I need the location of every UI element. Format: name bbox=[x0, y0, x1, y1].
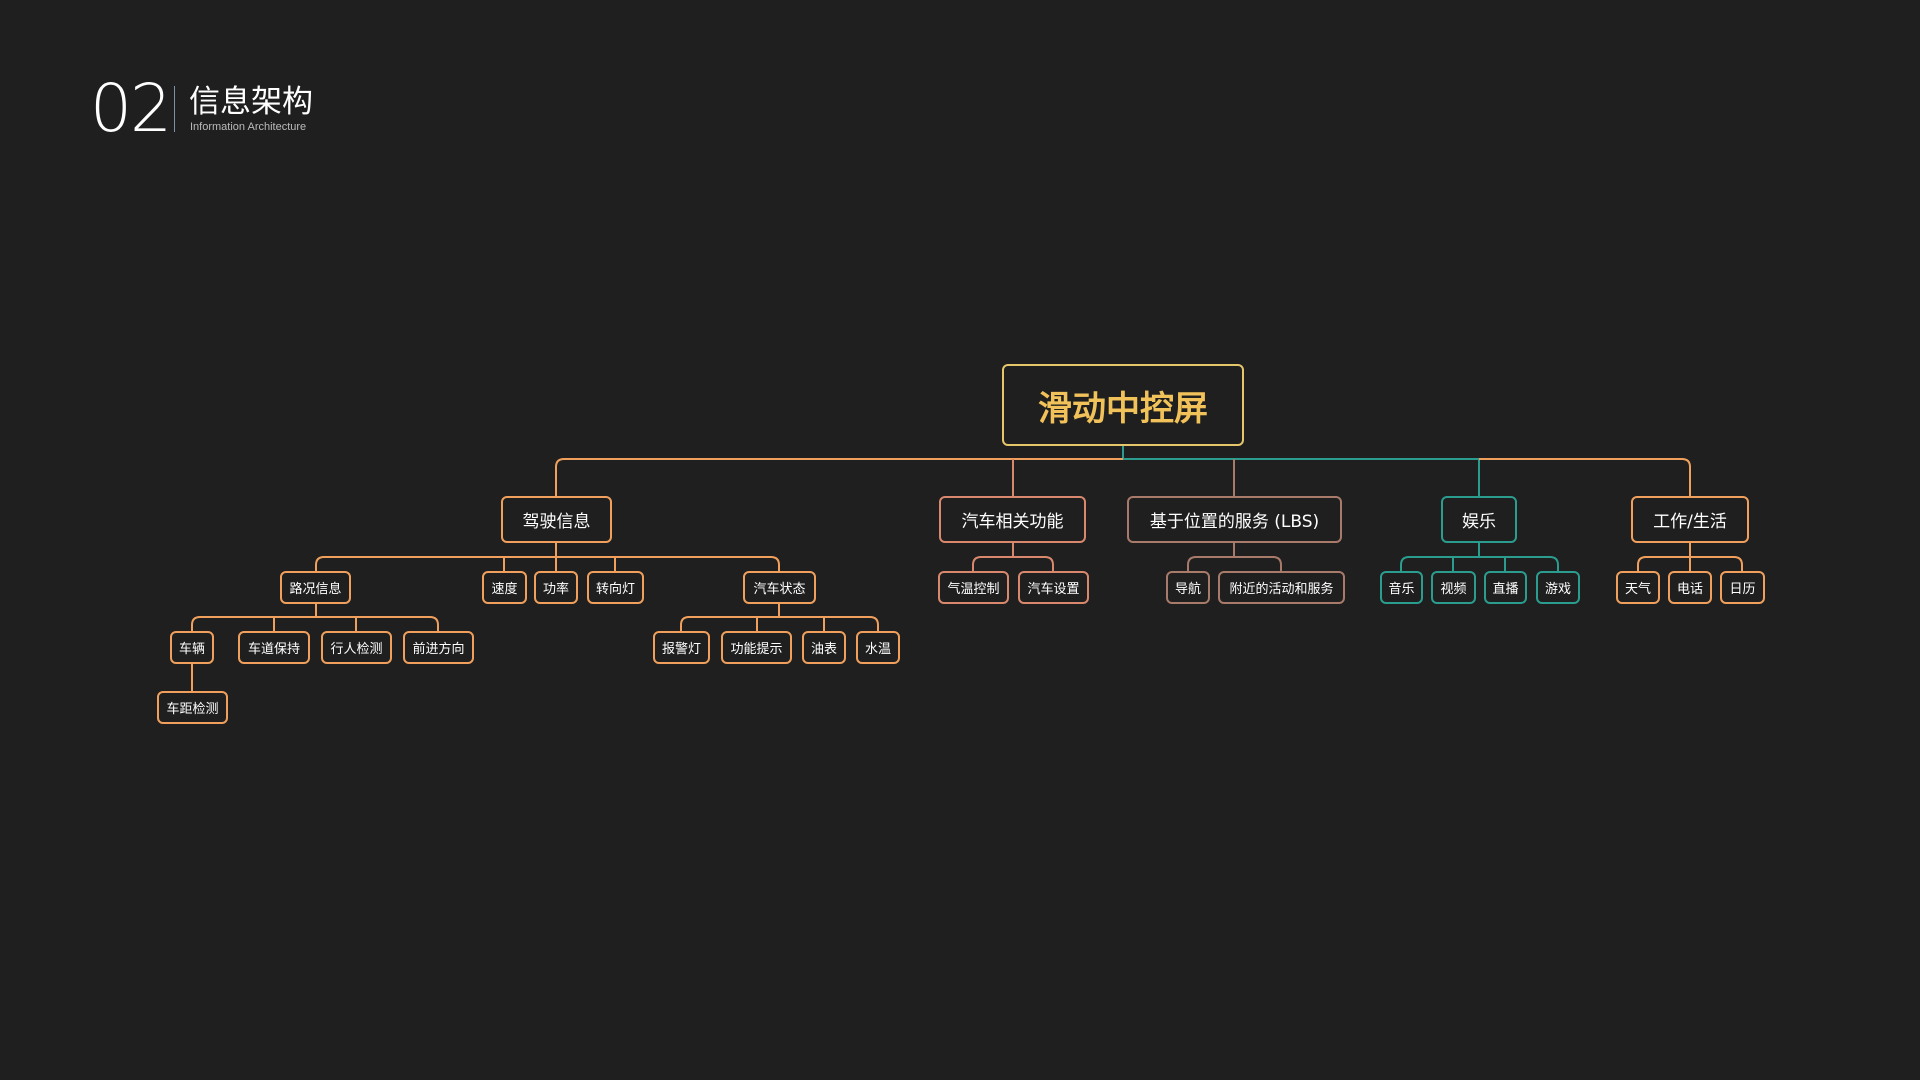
connector-line bbox=[555, 458, 1123, 496]
connector-line bbox=[1187, 556, 1282, 571]
node-nearby-events[interactable]: 附近的活动和服务 bbox=[1218, 571, 1345, 604]
connector-line bbox=[1123, 458, 1480, 496]
node-navigation[interactable]: 导航 bbox=[1166, 571, 1210, 604]
connector-line bbox=[972, 556, 1054, 571]
root-node[interactable]: 滑动中控屏 bbox=[1002, 364, 1244, 446]
node-lane-keeping[interactable]: 车道保持 bbox=[238, 631, 310, 664]
node-entertainment[interactable]: 娱乐 bbox=[1441, 496, 1517, 543]
header-divider bbox=[174, 86, 175, 132]
connector-line bbox=[1400, 556, 1559, 571]
connector-line bbox=[680, 616, 879, 631]
node-vehicle[interactable]: 车辆 bbox=[170, 631, 214, 664]
node-live[interactable]: 直播 bbox=[1484, 571, 1527, 604]
node-pedestrian-detection[interactable]: 行人检测 bbox=[321, 631, 392, 664]
section-subtitle: Information Architecture bbox=[190, 121, 307, 133]
node-work-life[interactable]: 工作/生活 bbox=[1631, 496, 1749, 543]
node-function-hint[interactable]: 功能提示 bbox=[721, 631, 792, 664]
node-games[interactable]: 游戏 bbox=[1536, 571, 1580, 604]
node-music[interactable]: 音乐 bbox=[1380, 571, 1423, 604]
section-number: 02 bbox=[90, 70, 172, 147]
node-road-info[interactable]: 路况信息 bbox=[280, 571, 351, 604]
node-car-settings[interactable]: 汽车设置 bbox=[1018, 571, 1089, 604]
node-power[interactable]: 功率 bbox=[534, 571, 578, 604]
connector-line bbox=[1479, 458, 1691, 496]
connector-line bbox=[191, 616, 439, 631]
node-car-status[interactable]: 汽车状态 bbox=[743, 571, 816, 604]
node-driving-info[interactable]: 驾驶信息 bbox=[501, 496, 612, 543]
node-speed[interactable]: 速度 bbox=[482, 571, 527, 604]
node-lbs[interactable]: 基于位置的服务 (LBS) bbox=[1127, 496, 1342, 543]
node-turn-signal[interactable]: 转向灯 bbox=[587, 571, 644, 604]
section-title: 信息架构 bbox=[189, 84, 313, 120]
node-heading-direction[interactable]: 前进方向 bbox=[403, 631, 474, 664]
connector-line bbox=[315, 556, 780, 571]
node-weather[interactable]: 天气 bbox=[1616, 571, 1660, 604]
node-phone[interactable]: 电话 bbox=[1668, 571, 1712, 604]
node-car-functions[interactable]: 汽车相关功能 bbox=[939, 496, 1086, 543]
node-video[interactable]: 视频 bbox=[1431, 571, 1476, 604]
node-warning-light[interactable]: 报警灯 bbox=[653, 631, 710, 664]
node-water-temp[interactable]: 水温 bbox=[856, 631, 900, 664]
node-climate-control[interactable]: 气温控制 bbox=[938, 571, 1009, 604]
node-calendar[interactable]: 日历 bbox=[1720, 571, 1765, 604]
node-fuel-gauge[interactable]: 油表 bbox=[802, 631, 846, 664]
node-distance-detection[interactable]: 车距检测 bbox=[157, 691, 228, 724]
